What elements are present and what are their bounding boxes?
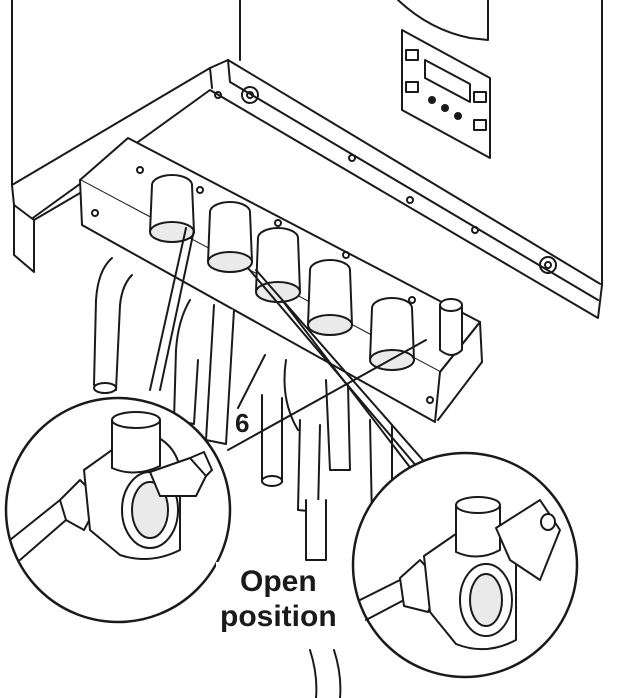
detail-circle-right (353, 453, 577, 677)
open-label-line2: position (220, 600, 337, 634)
callout-number: 6 (232, 410, 253, 436)
open-label-line1: Open (239, 565, 317, 598)
control-panel (398, 0, 490, 158)
detail-circle-left (6, 398, 230, 622)
pipes (94, 258, 392, 698)
open-position-label: Open position (216, 562, 341, 637)
leader-lines (150, 228, 428, 470)
valve-3 (256, 228, 300, 302)
valve-1 (150, 175, 194, 242)
mounting-screws (215, 87, 556, 273)
valve-2 (208, 202, 252, 272)
valve-4 (308, 260, 352, 335)
